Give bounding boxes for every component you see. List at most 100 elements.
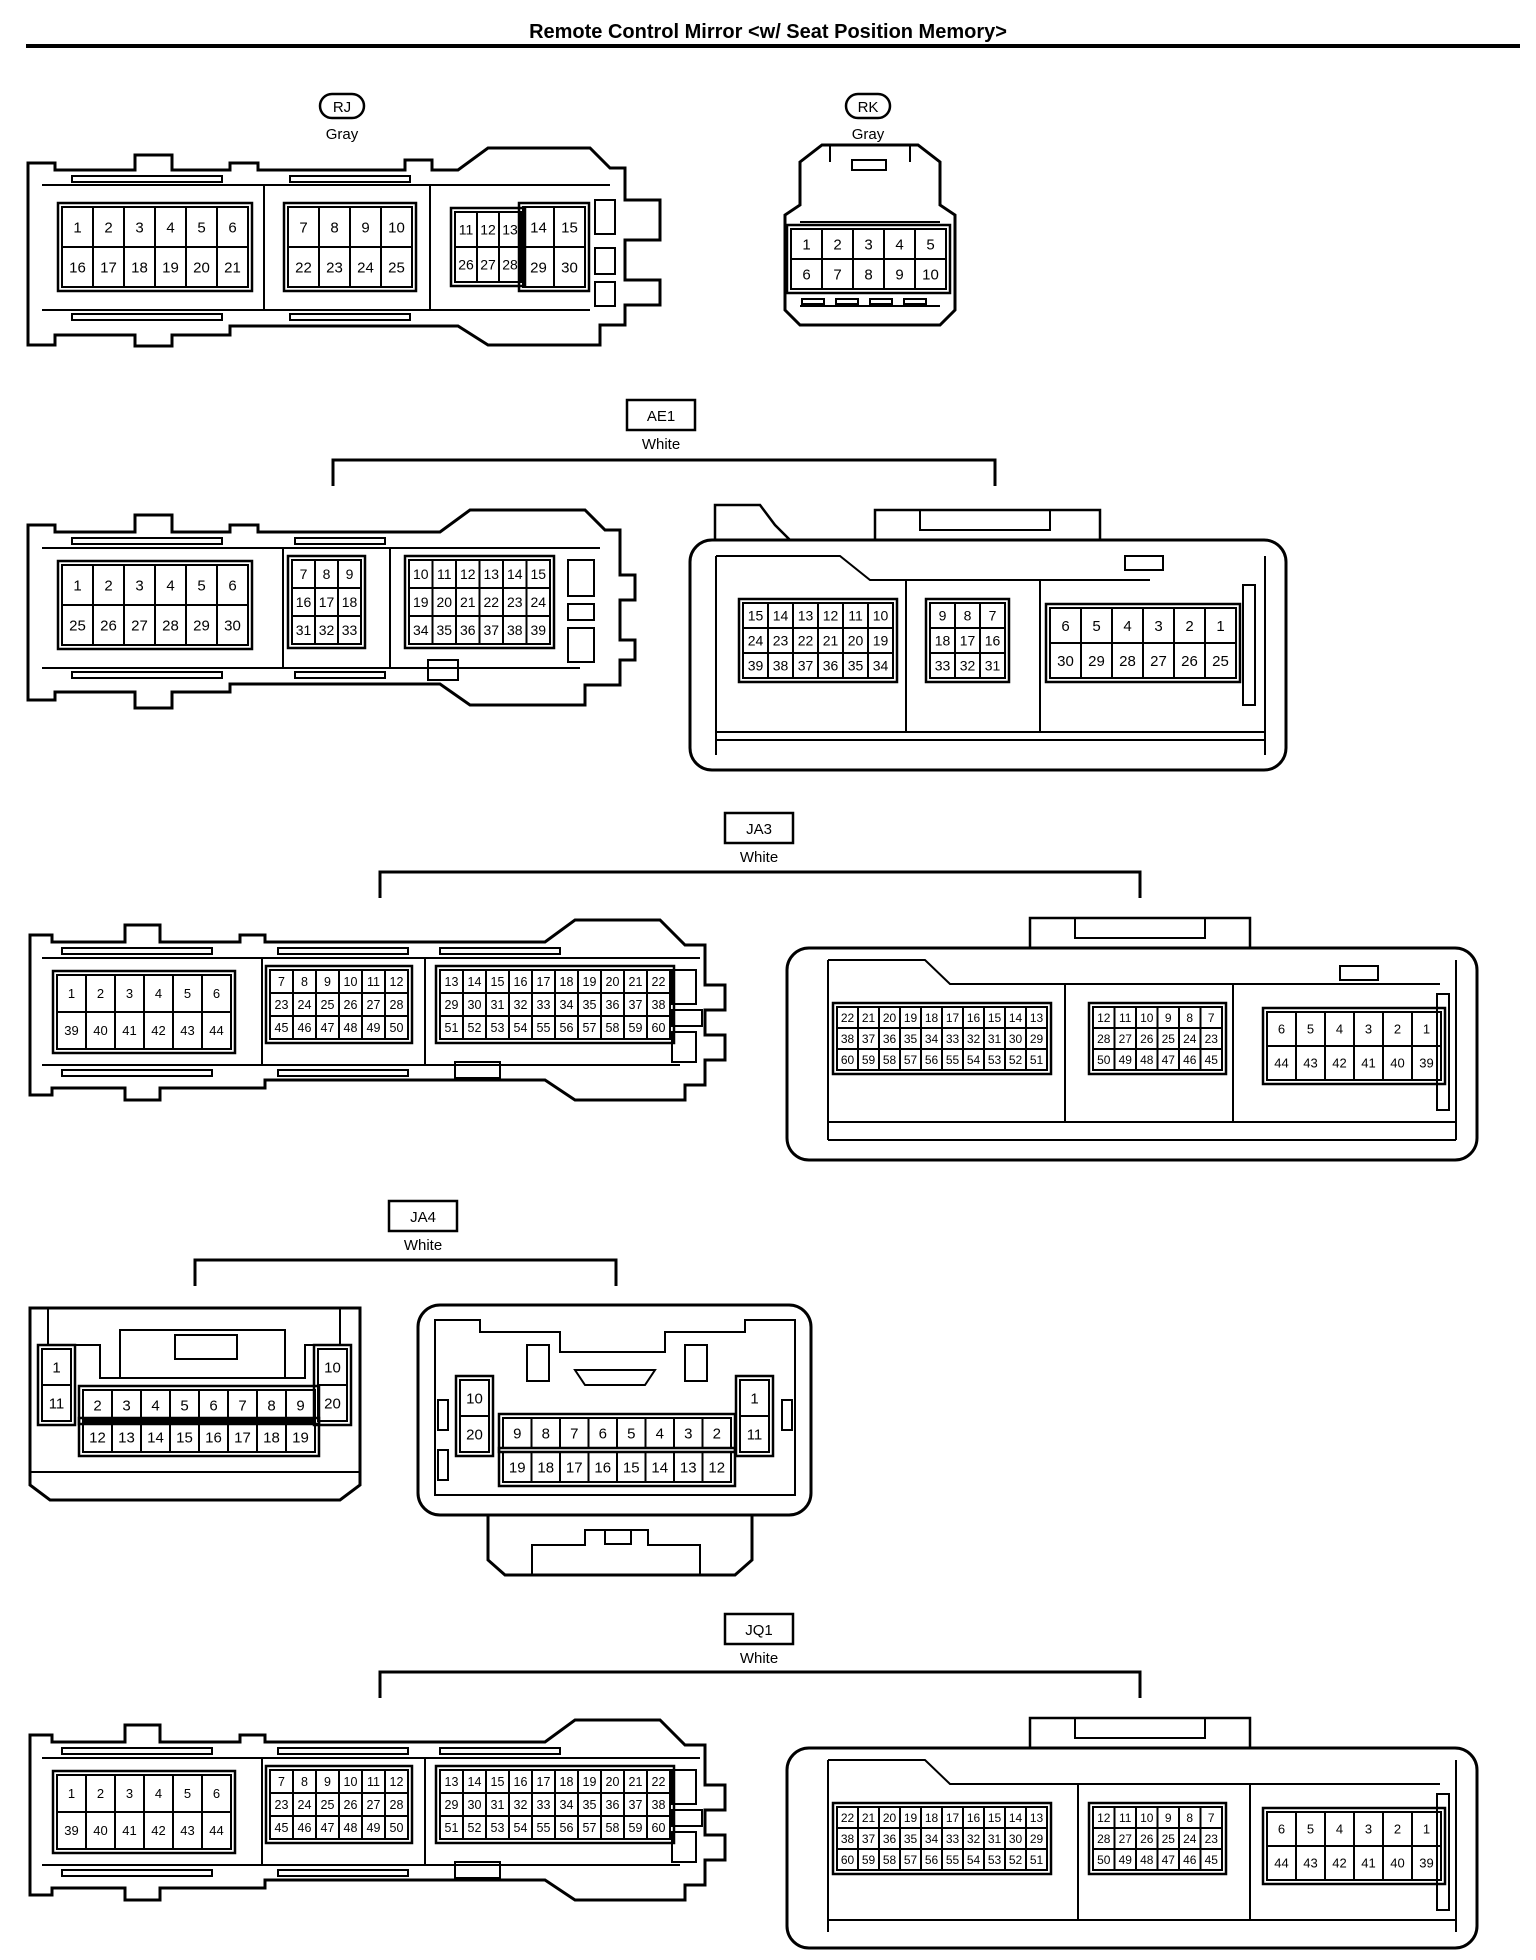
pin-number: 54 — [967, 1053, 981, 1067]
pin-number: 16 — [69, 259, 86, 276]
pin-number: 34 — [873, 658, 889, 674]
pin-number: 47 — [1162, 1053, 1176, 1067]
pin-number: 26 — [344, 1798, 358, 1812]
pin-number: 57 — [904, 1053, 918, 1067]
pin-number: 39 — [748, 658, 764, 674]
pin-number: 25 — [388, 259, 405, 276]
pin-number: 9 — [1165, 1811, 1172, 1825]
pin-number: 3 — [1154, 618, 1162, 635]
pin-number: 39 — [530, 622, 546, 638]
pin-number: 46 — [298, 1821, 312, 1835]
connector-rk-name: RK — [858, 99, 879, 116]
pin-number: 3 — [1365, 1022, 1372, 1037]
pin-number: 24 — [748, 633, 764, 649]
pin-number: 56 — [925, 1053, 939, 1067]
pin-number: 11 — [1119, 1011, 1132, 1025]
pin-number: 28 — [1097, 1832, 1111, 1846]
pin-number: 18 — [131, 259, 148, 276]
pin-number: 16 — [985, 633, 1001, 649]
pin-number: 17 — [537, 975, 551, 989]
pin-number: 18 — [537, 1459, 554, 1476]
pin-number: 2 — [713, 1425, 721, 1442]
pin-cavity — [525, 615, 551, 645]
pin-number: 23 — [275, 998, 289, 1012]
pin-number: 1 — [52, 1359, 60, 1376]
pin-number: 44 — [209, 1023, 223, 1038]
pin-number: 2 — [97, 986, 104, 1001]
connector-ja3-color: White — [740, 849, 778, 866]
pin-number: 32 — [514, 998, 528, 1012]
pin-number: 33 — [342, 622, 358, 638]
pin-number: 13 — [502, 222, 518, 238]
pin-number: 8 — [301, 1775, 308, 1789]
pin-number: 54 — [514, 1821, 528, 1835]
pin-number: 17 — [234, 1429, 251, 1446]
pin-number: 14 — [651, 1459, 668, 1476]
pin-number: 5 — [926, 236, 934, 253]
pin-number: 26 — [1181, 653, 1198, 670]
cavity-frame — [737, 597, 899, 684]
pin-cavity — [646, 1815, 671, 1840]
pin-number: 20 — [606, 1775, 620, 1789]
pin-number: 32 — [960, 658, 976, 674]
pin-number: 55 — [946, 1853, 960, 1867]
pin-number: 3 — [135, 577, 143, 594]
pin-number: 4 — [656, 1425, 664, 1442]
pin-number: 9 — [895, 266, 903, 283]
connector-rk-header: RK Gray — [844, 92, 892, 143]
pin-number: 14 — [468, 975, 482, 989]
pin-number: 15 — [748, 608, 764, 624]
pin-number: 22 — [483, 594, 499, 610]
pin-number: 19 — [904, 1011, 918, 1025]
pin-number: 10 — [344, 975, 358, 989]
pin-number: 42 — [1332, 1056, 1346, 1071]
pin-number: 16 — [205, 1429, 222, 1446]
pin-number: 49 — [367, 1821, 381, 1835]
pin-number: 7 — [1208, 1011, 1215, 1025]
pin-number: 39 — [64, 1823, 78, 1838]
pin-number: 25 — [321, 1798, 335, 1812]
pin-number: 49 — [367, 1021, 381, 1035]
pin-number: 19 — [873, 633, 889, 649]
pin-number: 56 — [925, 1853, 939, 1867]
pin-number: 6 — [802, 266, 810, 283]
pin-cavity — [1199, 1848, 1223, 1871]
pin-number: 5 — [627, 1425, 635, 1442]
pin-number: 22 — [652, 975, 666, 989]
connector-ja4-left-cavity-group-a: 111 — [36, 1343, 77, 1427]
connector-rj-color: Gray — [326, 126, 359, 143]
pin-number: 7 — [300, 566, 308, 582]
pin-number: 38 — [652, 998, 666, 1012]
pin-number: 13 — [680, 1459, 697, 1476]
pin-number: 31 — [988, 1032, 1002, 1046]
pin-number: 11 — [49, 1395, 65, 1412]
pin-number: 8 — [1186, 1811, 1193, 1825]
pin-cavity — [979, 652, 1006, 679]
pin-number: 2 — [104, 219, 112, 236]
pin-number: 6 — [599, 1425, 607, 1442]
pin-number: 5 — [180, 1397, 188, 1414]
pin-number: 32 — [967, 1032, 981, 1046]
cavity-frame — [286, 554, 367, 650]
pin-number: 44 — [1274, 1056, 1288, 1071]
pin-number: 5 — [1307, 1822, 1314, 1837]
pin-number: 42 — [151, 1823, 165, 1838]
pin-number: 8 — [864, 266, 872, 283]
pin-number: 31 — [985, 658, 1001, 674]
pin-number: 1 — [68, 986, 75, 1001]
pin-number: 31 — [491, 998, 505, 1012]
pin-number: 10 — [466, 1390, 483, 1407]
pin-number: 59 — [629, 1821, 643, 1835]
pin-number: 46 — [298, 1021, 312, 1035]
pin-number: 19 — [583, 1775, 597, 1789]
pin-number: 57 — [583, 1821, 597, 1835]
connector-ae1-color: White — [642, 436, 680, 453]
pin-number: 14 — [773, 608, 789, 624]
